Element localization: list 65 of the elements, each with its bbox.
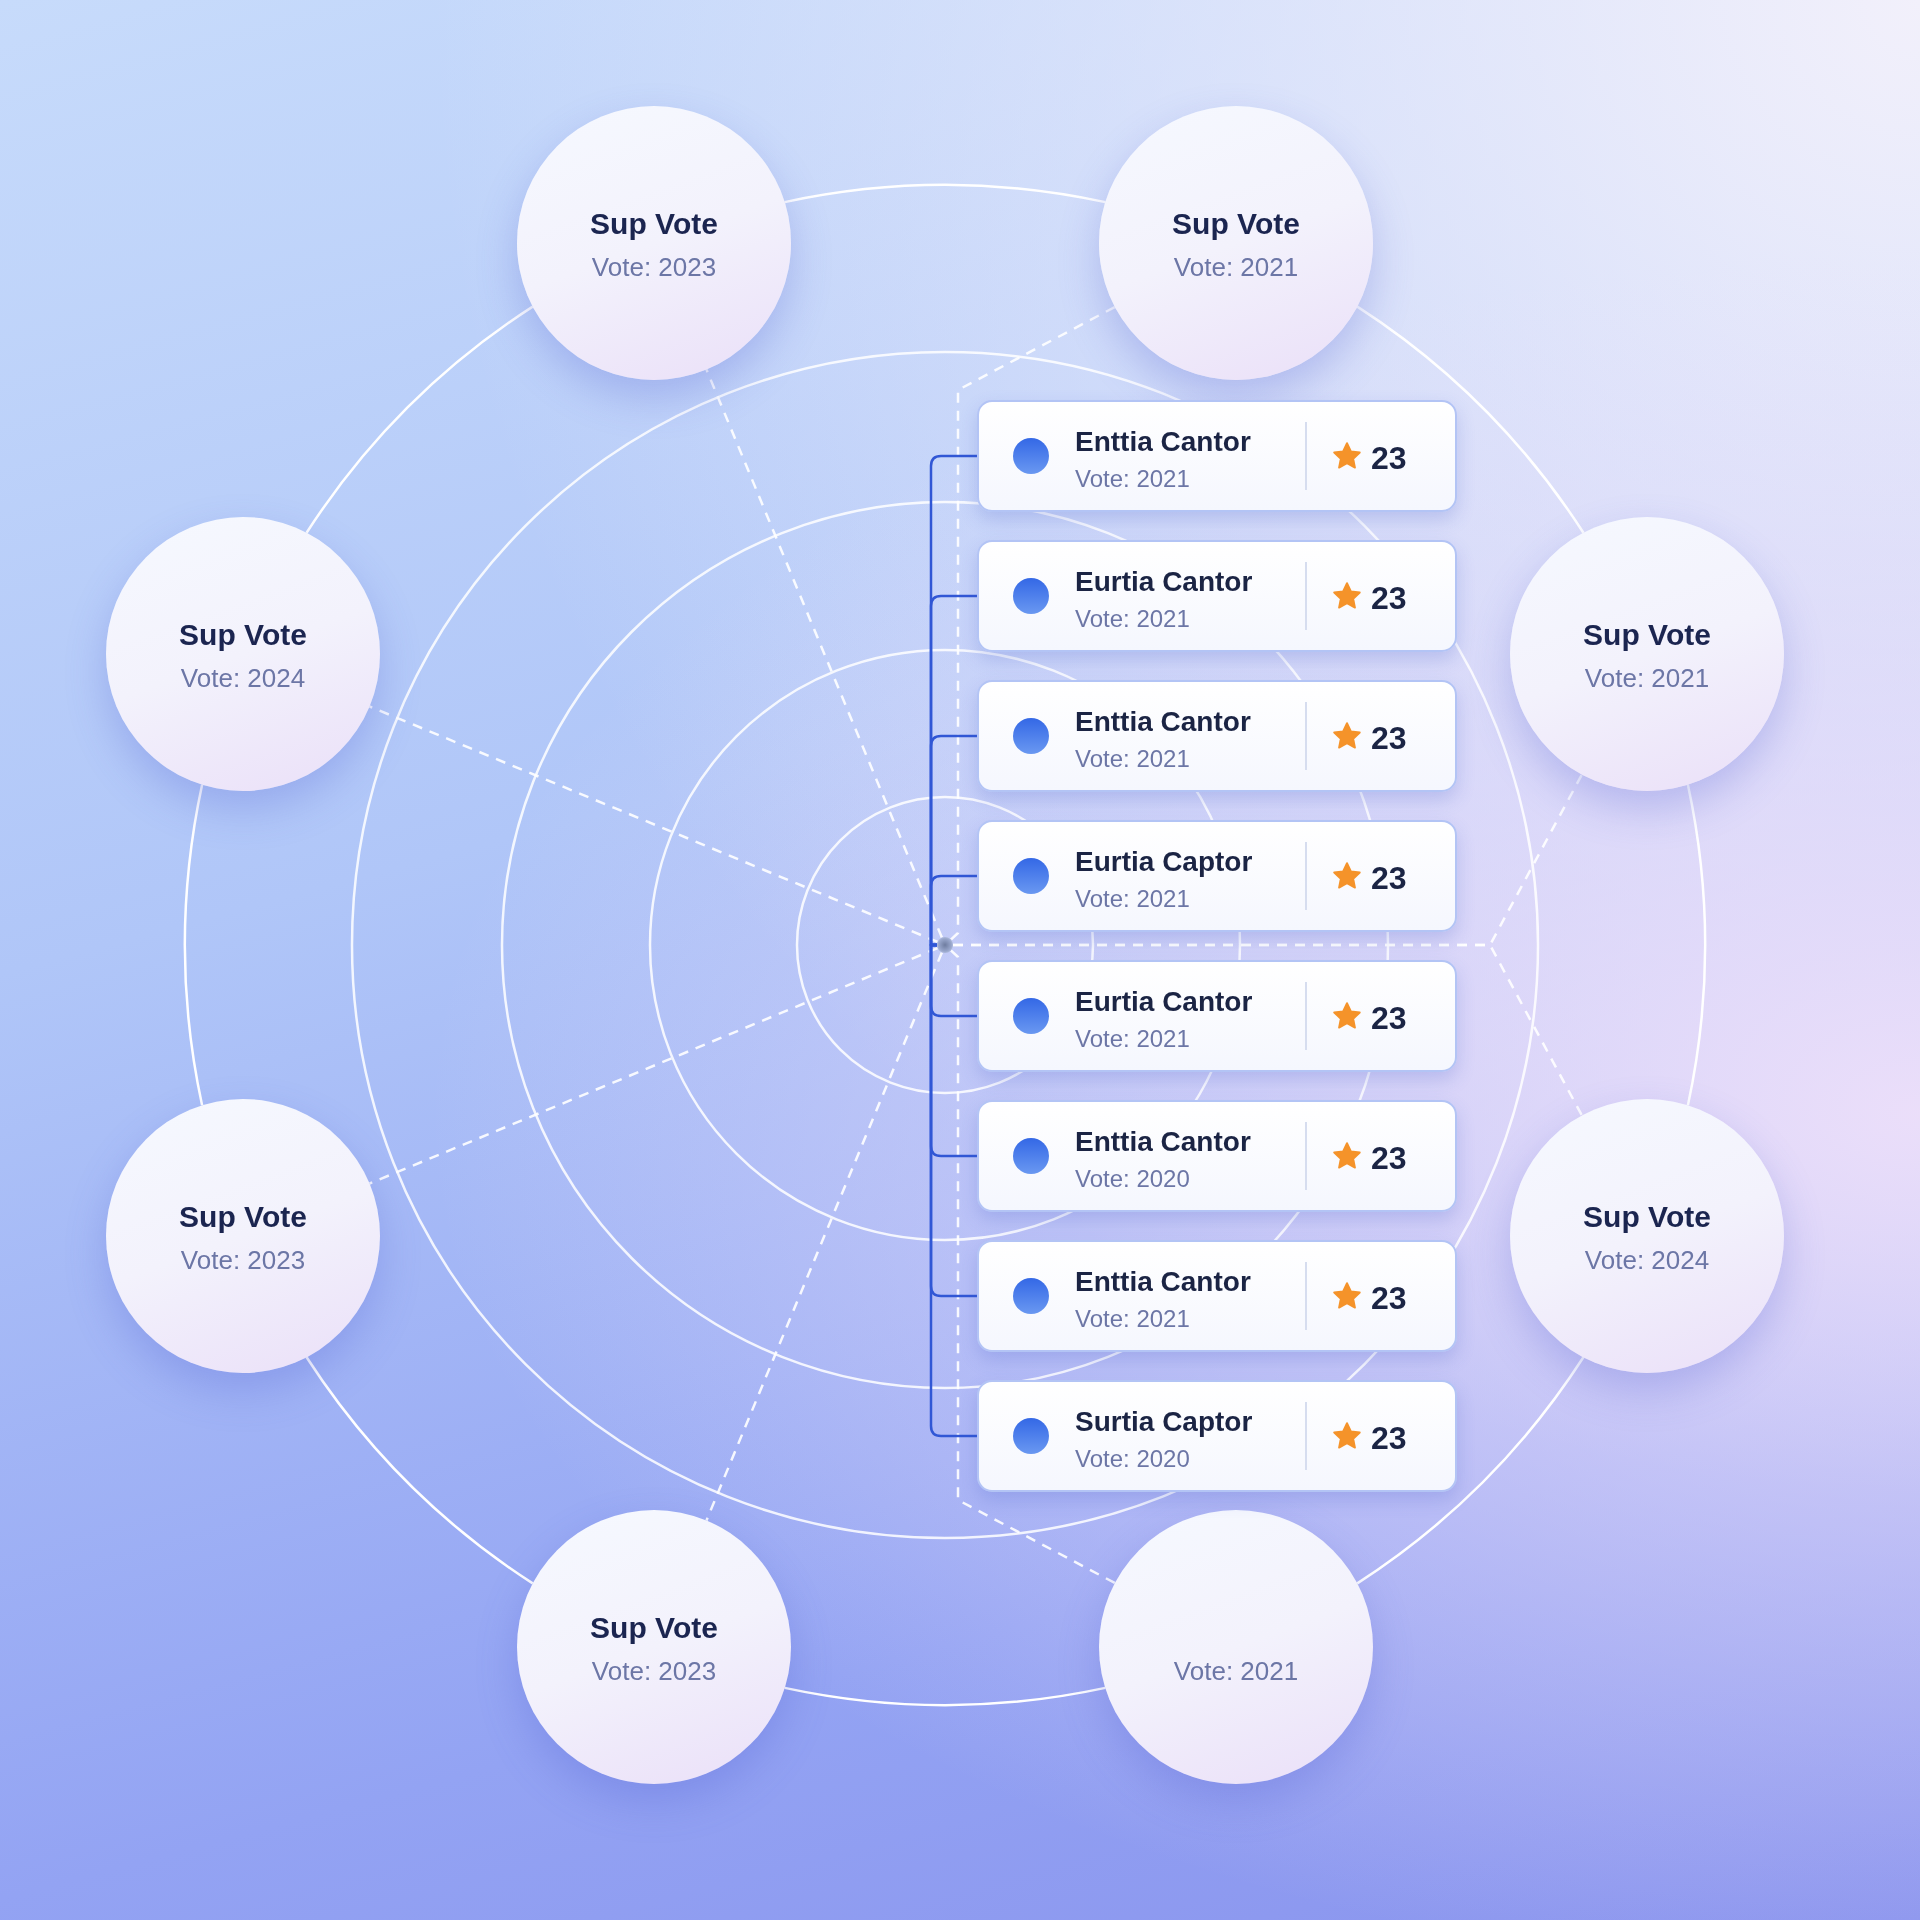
circle-title: Sup Vote bbox=[1172, 206, 1300, 242]
vote-count: 23 bbox=[1371, 1419, 1407, 1457]
vote-year-label: Vote: 2021 bbox=[1075, 1304, 1190, 1333]
list-card bbox=[977, 1380, 1457, 1492]
card-title: Surtia Captor bbox=[1075, 1405, 1253, 1439]
vote-count: 23 bbox=[1371, 1139, 1407, 1177]
center-dot bbox=[937, 937, 953, 953]
bracket-connector bbox=[929, 943, 977, 1438]
ring-arc bbox=[183, 784, 204, 1106]
vote-count: 23 bbox=[1371, 579, 1407, 617]
circle-title: Sup Vote bbox=[590, 206, 718, 242]
vote-year-label: Vote: 2021 bbox=[1075, 744, 1190, 773]
dashed-spoke-line bbox=[369, 946, 939, 1185]
vote-year-label: Vote: 2020 bbox=[1075, 1444, 1190, 1473]
card-title: Enttia Cantor bbox=[1075, 705, 1251, 739]
ring-arc bbox=[1356, 1356, 1585, 1585]
vote-year-label: Vote: 2021 bbox=[1075, 1024, 1190, 1053]
ring-arc bbox=[305, 305, 534, 534]
vote-year-label: Vote: 2024 bbox=[1584, 1244, 1710, 1276]
list-card bbox=[977, 960, 1457, 1072]
card-title: Eurtia Cantor bbox=[1075, 565, 1253, 599]
card-title: Enttia Cantor bbox=[1075, 425, 1251, 459]
card-title: Enttia Cantor bbox=[1075, 1265, 1251, 1299]
vote-year-label: Vote: 2023 bbox=[180, 1244, 306, 1276]
list-card bbox=[977, 400, 1457, 512]
circle-title: Sup Vote bbox=[1583, 1199, 1711, 1235]
vote-year-label: Vote: 2021 bbox=[1584, 662, 1710, 694]
dashed-spoke-line bbox=[950, 305, 1116, 941]
vote-count: 23 bbox=[1371, 999, 1407, 1037]
bracket-connector bbox=[929, 874, 977, 947]
list-card bbox=[977, 680, 1457, 792]
vote-year-label: Vote: 2021 bbox=[1075, 464, 1190, 493]
list-card bbox=[977, 540, 1457, 652]
list-card bbox=[977, 820, 1457, 932]
circle-title: Sup Vote bbox=[1583, 617, 1711, 653]
list-card bbox=[977, 1240, 1457, 1352]
dashed-spoke-line bbox=[950, 949, 1116, 1585]
vote-year-label: Vote: 2021 bbox=[1173, 251, 1299, 283]
vote-year-label: Vote: 2021 bbox=[1075, 884, 1190, 913]
ring-arc bbox=[1686, 784, 1707, 1106]
dashed-spoke-line bbox=[705, 369, 944, 939]
card-title: Eurtia Captor bbox=[1075, 845, 1253, 879]
ring-arc bbox=[784, 1686, 1106, 1707]
vote-year-label: Vote: 2023 bbox=[591, 251, 717, 283]
ring-arc bbox=[784, 183, 1106, 204]
ring-arc bbox=[1356, 305, 1585, 534]
vote-year-label: Vote: 2021 bbox=[1173, 1655, 1299, 1687]
dashed-spoke-line bbox=[369, 705, 939, 944]
dashed-spoke-line bbox=[953, 943, 1583, 1116]
ring-arc bbox=[305, 1356, 534, 1585]
vote-count: 23 bbox=[1371, 859, 1407, 897]
circle-title: Sup Vote bbox=[590, 1610, 718, 1646]
list-card bbox=[977, 1100, 1457, 1212]
vote-count: 23 bbox=[1371, 719, 1407, 757]
card-title: Eurtia Cantor bbox=[1075, 985, 1253, 1019]
vote-count: 23 bbox=[1371, 439, 1407, 477]
vote-year-label: Vote: 2023 bbox=[591, 1655, 717, 1687]
circle-title: Sup Vote bbox=[179, 617, 307, 653]
vote-year-label: Vote: 2020 bbox=[1075, 1164, 1190, 1193]
vote-count: 23 bbox=[1371, 1279, 1407, 1317]
vote-year-label: Vote: 2021 bbox=[1075, 604, 1190, 633]
card-title: Enttia Cantor bbox=[1075, 1125, 1251, 1159]
circle-title: Sup Vote bbox=[179, 1199, 307, 1235]
dashed-spoke-line bbox=[705, 951, 944, 1521]
vote-year-label: Vote: 2024 bbox=[180, 662, 306, 694]
